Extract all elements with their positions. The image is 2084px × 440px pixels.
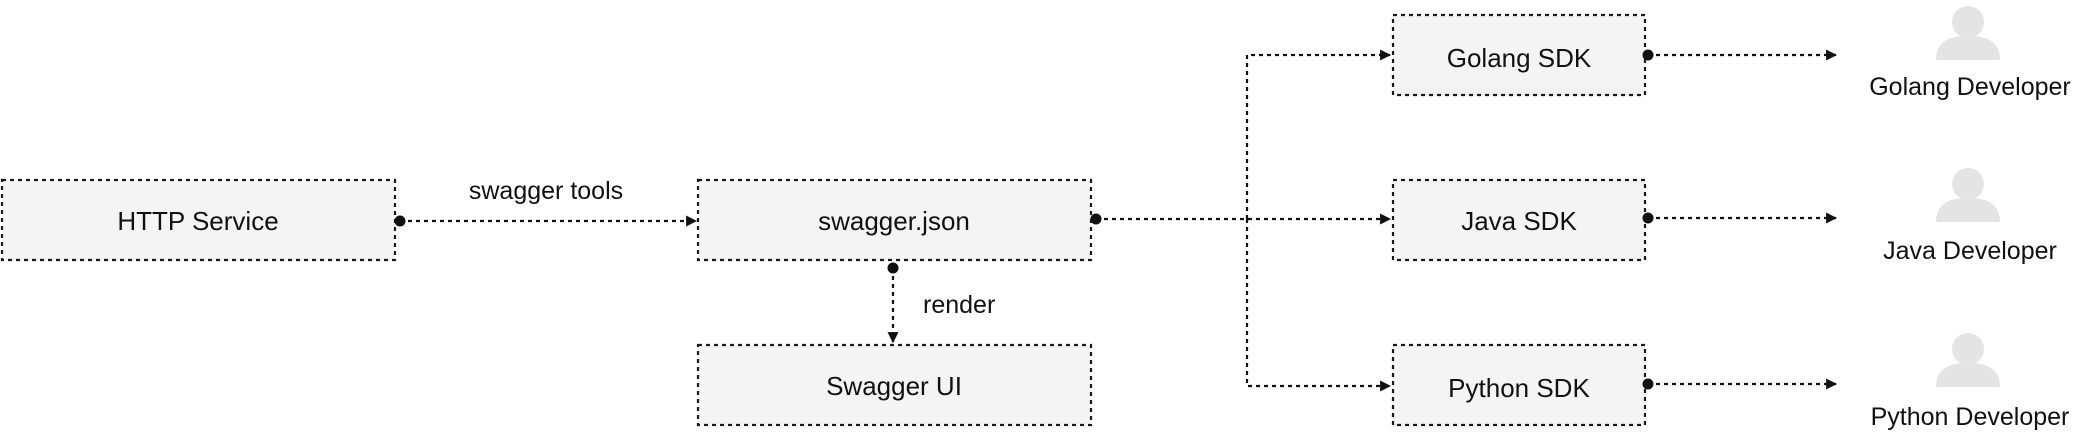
- edge-golang-sdk-to-developer: [1642, 49, 1838, 61]
- developer-golang: Golang Developer: [1869, 6, 2071, 101]
- node-python-sdk: Python SDK: [1391, 343, 1647, 427]
- developer-java-label: Java Developer: [1883, 237, 2057, 265]
- node-python-sdk-label: Python SDK: [1448, 373, 1590, 403]
- developer-golang-label: Golang Developer: [1869, 73, 2071, 101]
- node-http-service-label: HTTP Service: [117, 206, 278, 236]
- developer-java: Java Developer: [1883, 168, 2057, 265]
- edge-http-to-swagger-json: swagger tools: [394, 177, 698, 227]
- node-swagger-json: swagger.json: [696, 178, 1093, 262]
- node-swagger-ui-label: Swagger UI: [826, 371, 962, 401]
- node-golang-sdk: Golang SDK: [1391, 13, 1647, 97]
- node-java-sdk-label: Java SDK: [1461, 206, 1577, 236]
- person-icon: [1936, 168, 2000, 222]
- edge-swagger-json-to-ui: render: [887, 262, 995, 344]
- edge-label-swagger-tools: swagger tools: [469, 177, 623, 205]
- person-icon: [1936, 6, 2000, 60]
- node-swagger-ui: Swagger UI: [696, 343, 1093, 427]
- person-icon: [1936, 333, 2000, 387]
- node-http-service: HTTP Service: [0, 178, 397, 262]
- developer-python-label: Python Developer: [1871, 403, 2070, 431]
- node-golang-sdk-label: Golang SDK: [1447, 43, 1592, 73]
- node-swagger-json-label: swagger.json: [818, 206, 970, 236]
- developer-python: Python Developer: [1871, 333, 2070, 431]
- edge-python-sdk-to-developer: [1642, 378, 1838, 390]
- edge-swagger-json-to-sdks: [1090, 49, 1392, 392]
- edge-label-render: render: [923, 291, 995, 319]
- edge-java-sdk-to-developer: [1642, 212, 1838, 224]
- node-java-sdk: Java SDK: [1391, 178, 1647, 262]
